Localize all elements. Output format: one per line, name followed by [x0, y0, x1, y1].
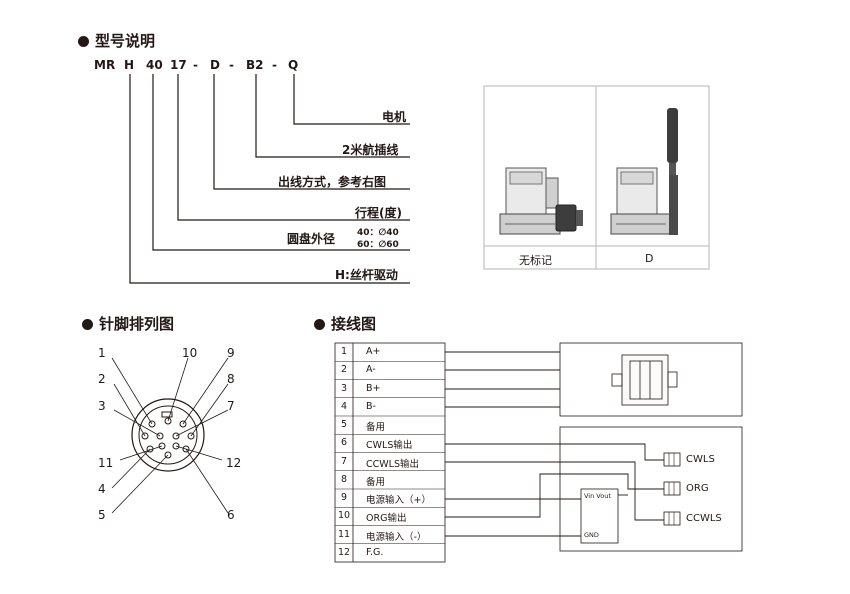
pin-label: 4	[98, 482, 106, 496]
terminal-signal: 备用	[366, 476, 386, 488]
terminal-number: 2	[341, 364, 348, 376]
wiring-section-title: 接线图	[314, 313, 376, 334]
pin-section-title: 针脚排列图	[82, 313, 174, 334]
terminal-number: 7	[341, 455, 348, 467]
sensor-label: CCWLS	[686, 513, 722, 524]
terminal-number: 11	[338, 528, 351, 540]
label-drive: H:丝杆驱动	[335, 268, 398, 282]
terminal-signal: A+	[366, 346, 381, 357]
label-motor: 电机	[382, 110, 407, 124]
pin-label: 5	[98, 508, 106, 522]
model-section-title: 型号说明	[78, 30, 155, 51]
actuator-side-outlet-image	[499, 167, 583, 235]
terminal-number: 1	[341, 346, 348, 357]
terminal-signal: 电源输入（+）	[366, 495, 431, 506]
code-dash: -	[229, 58, 234, 72]
label-cable: 2米航插线	[342, 143, 399, 157]
pin-label: 2	[98, 372, 106, 386]
terminal-number: 10	[338, 510, 351, 522]
label-stroke: 行程(度)	[355, 206, 402, 220]
pin-label: 1	[98, 346, 106, 360]
code-part-drive: H	[124, 58, 135, 72]
pin-label: 9	[227, 346, 235, 360]
pin-label: 12	[226, 456, 242, 470]
code-part-series: MR	[94, 58, 116, 72]
sensor-label: CWLS	[686, 454, 715, 465]
terminal-signal: B-	[366, 400, 376, 412]
terminal-signal: B+	[366, 382, 381, 394]
code-dash: -	[193, 58, 198, 72]
terminal-signal: CCWLS输出	[366, 458, 419, 470]
label-outlet: 出线方式，参考右图	[278, 175, 387, 189]
sensor-box-gnd: GND	[584, 531, 599, 539]
code-part-diameter: 40	[146, 58, 163, 72]
pin-label: 8	[227, 372, 235, 386]
sensor-box-vin-vout: Vin Vout	[584, 492, 611, 500]
actuator-bottom-outlet-image	[610, 108, 678, 235]
sensor-label: ORG	[686, 483, 709, 494]
code-part-outlet: D	[210, 58, 220, 72]
pin-label: 11	[98, 456, 114, 470]
label-diameter: 圆盘外径	[287, 232, 336, 246]
terminal-number: 3	[341, 382, 348, 394]
terminal-signal: 电源输入（-）	[366, 531, 427, 543]
terminal-signal: A-	[366, 364, 376, 376]
pin-label: 10	[182, 346, 198, 360]
code-dash: -	[272, 58, 277, 72]
terminal-number: 8	[341, 473, 348, 485]
pin-label: 3	[98, 399, 106, 413]
photo-caption-d: D	[645, 252, 654, 265]
terminal-number: 9	[341, 492, 348, 503]
terminal-number: 5	[341, 419, 348, 430]
terminal-number: 12	[338, 546, 351, 558]
terminal-signal: F.G.	[366, 546, 384, 558]
pin-label: 6	[227, 508, 235, 522]
terminal-signal: ORG输出	[366, 513, 407, 525]
label-diameter-option: 40：∅40	[357, 228, 399, 238]
terminal-number: 6	[341, 437, 348, 449]
code-part-cable: B2	[246, 58, 264, 72]
terminal-number: 4	[341, 400, 348, 412]
terminal-signal: CWLS输出	[366, 440, 413, 452]
label-diameter-option: 60：∅60	[357, 240, 399, 250]
terminal-signal: 备用	[366, 422, 386, 433]
code-part-stroke: 17	[170, 58, 187, 72]
pin-label: 7	[227, 399, 235, 413]
photo-caption-no-mark: 无标记	[519, 254, 552, 267]
code-part-motor: Q	[288, 58, 299, 72]
